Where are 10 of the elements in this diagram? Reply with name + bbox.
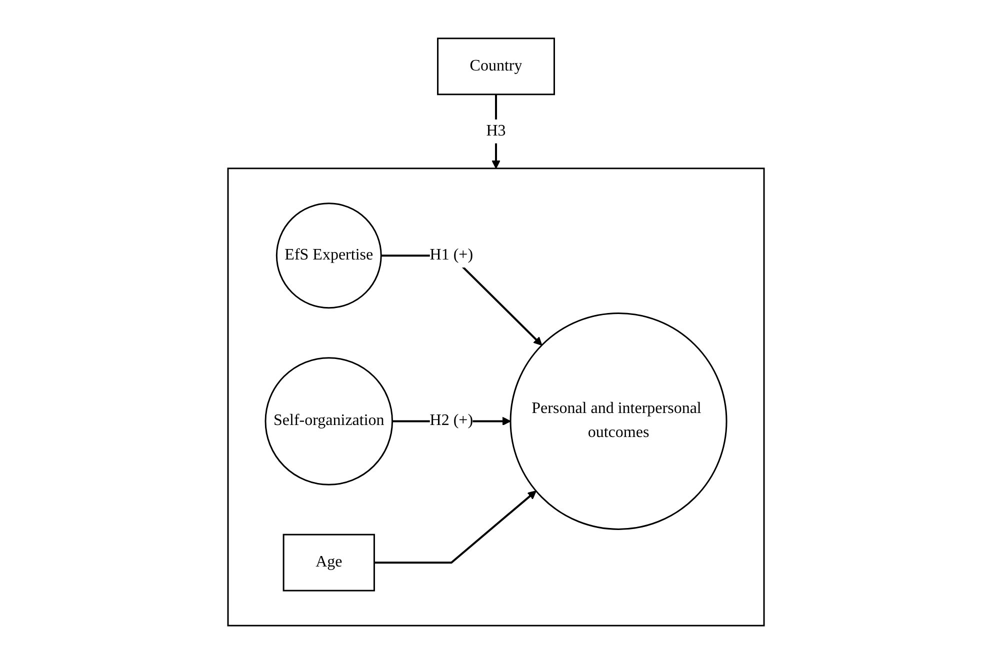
arrow [374,490,536,564]
node-box: Age [282,534,375,592]
node-box: Country [437,38,555,96]
edge-label: H1 (+) [430,246,473,264]
edge-label: H2 (+) [430,412,473,430]
cluster [227,168,765,626]
edge-label: H3 [486,122,506,140]
node-circle: EfS Expertise [276,202,382,309]
node-circle: Self-organization [264,357,394,486]
node-circle: Personal and interpersonal outcomes [510,312,728,530]
